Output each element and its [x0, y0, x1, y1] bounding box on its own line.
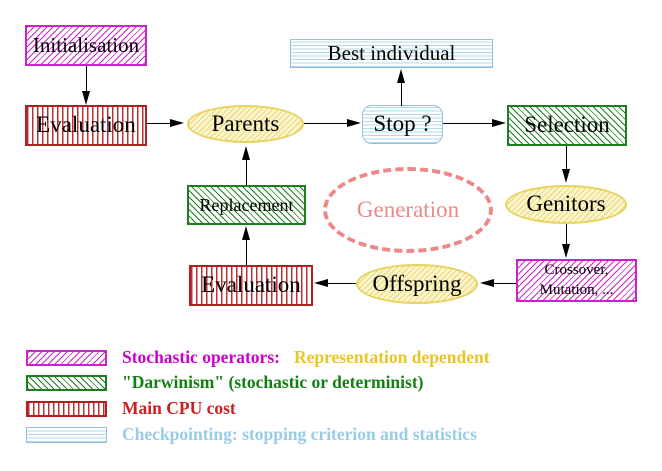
node-selection-label: Selection: [524, 112, 610, 138]
arrow-evaluation-to-parents-line: [147, 123, 171, 124]
legend-row-checkpointing: Checkpointing: stopping criterion and st…: [26, 424, 477, 445]
legend-cpu-label: Main CPU cost: [122, 398, 236, 418]
node-evaluation-bottom: Evaluation: [189, 265, 313, 306]
legend-row-cpu-cost: Main CPU cost: [26, 398, 236, 419]
arrow-initialisation-to-evaluation-line: [86, 66, 87, 93]
cyan-stripes-swatch-icon: [26, 426, 107, 443]
generation-loop-ellipse: Generation: [323, 167, 493, 253]
node-parents: Parents: [187, 105, 304, 143]
node-offspring-label: Offspring: [372, 270, 462, 296]
node-best-individual-label: Best individual: [327, 41, 456, 66]
arrow-stop-to-selection-head: [492, 119, 506, 127]
node-selection: Selection: [507, 105, 627, 146]
node-evaluation-top: Evaluation: [25, 105, 147, 146]
arrow-parents-to-stop-line: [304, 123, 348, 124]
legend-stochastic-label: Stochastic operators:: [122, 347, 280, 367]
arrow-genitors-to-crossover-line: [566, 224, 567, 245]
node-replacement: Replacement: [187, 185, 306, 225]
arrow-replacement-to-parents-line: [246, 159, 247, 185]
arrow-crossover-to-offspring-head: [480, 279, 494, 287]
legend-row-stochastic: Stochastic operators: Representation depe…: [26, 347, 490, 368]
arrow-selection-to-genitors-line: [566, 146, 567, 170]
arrow-replacement-to-parents-head: [242, 146, 250, 160]
red-stripes-swatch-icon: [26, 400, 107, 417]
node-crossover-line1: Crossover,: [544, 262, 609, 278]
arrow-stop-to-selection-line: [443, 123, 493, 124]
node-best-individual: Best individual: [290, 39, 493, 68]
node-initialisation-label: Initialisation: [32, 33, 140, 58]
arrow-genitors-to-crossover-head: [562, 244, 570, 258]
node-offspring: Offspring: [356, 264, 478, 304]
arrow-offspring-to-evaluation-line: [327, 283, 356, 284]
node-replacement-label: Replacement: [199, 194, 294, 215]
magenta-hatch-swatch-icon: [26, 349, 107, 366]
green-hatch-swatch-icon: [26, 374, 107, 391]
node-parents-label: Parents: [211, 110, 280, 136]
arrow-offspring-to-evaluation-head: [314, 279, 328, 287]
node-evaluation-top-label: Evaluation: [36, 112, 136, 138]
arrow-crossover-to-offspring-line: [493, 283, 516, 284]
legend-checkpointing-label: Checkpointing: stopping criterion and st…: [122, 424, 477, 444]
arrow-evaluation-to-parents-head: [170, 119, 184, 127]
arrow-initialisation-to-evaluation-head: [82, 91, 90, 105]
arrow-stop-to-best-head: [397, 69, 405, 83]
arrow-evaluation-to-replacement-line: [246, 239, 247, 265]
node-initialisation: Initialisation: [25, 25, 147, 66]
node-stop: Stop ?: [362, 105, 443, 144]
node-genitors: Genitors: [505, 185, 627, 224]
legend-darwinism-label: "Darwinism" (stochastic or determinist): [122, 372, 424, 392]
node-stop-label: Stop ?: [373, 111, 432, 137]
arrow-evaluation-to-replacement-head: [242, 226, 250, 240]
legend-row-darwinism: "Darwinism" (stochastic or determinist): [26, 372, 424, 393]
node-genitors-label: Genitors: [526, 191, 606, 217]
arrow-selection-to-genitors-head: [562, 169, 570, 183]
legend-representation-label: Representation dependent: [293, 347, 490, 367]
node-evaluation-bottom-label: Evaluation: [201, 272, 301, 298]
node-crossover-mutation: Crossover, Mutation, ...: [516, 259, 637, 302]
arrow-parents-to-stop-head: [347, 119, 361, 127]
node-crossover-line2: Mutation, ...: [539, 281, 614, 298]
arrow-stop-to-best-line: [401, 82, 402, 106]
generation-label: Generation: [356, 196, 460, 222]
